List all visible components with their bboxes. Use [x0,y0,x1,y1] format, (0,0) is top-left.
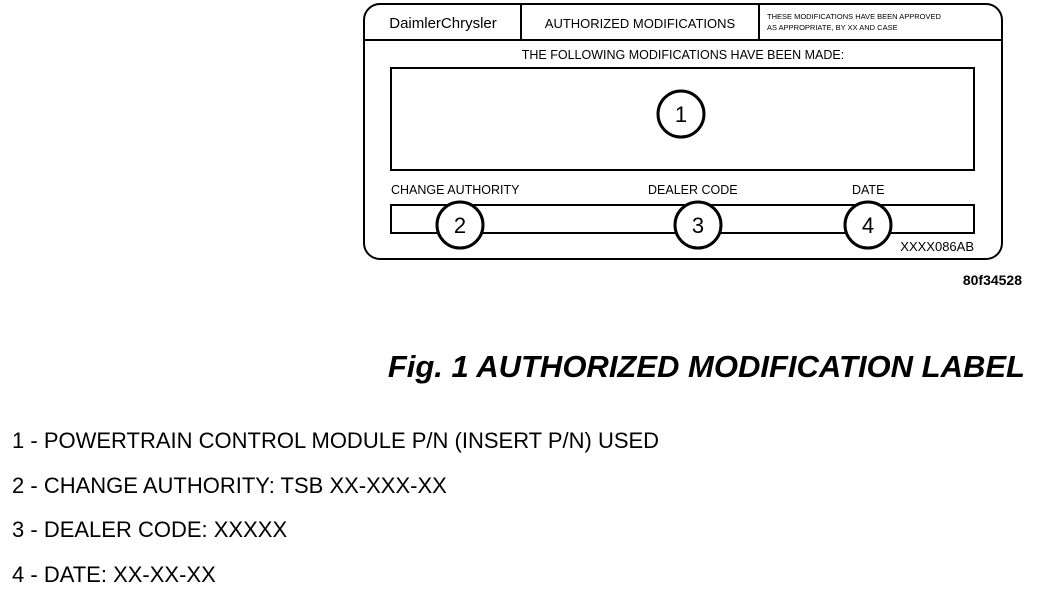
dealer-code-label: DEALER CODE [648,183,738,197]
brand-text: DaimlerChrysler [389,15,497,32]
legend-number: 3 [12,517,24,542]
legend-text: DATE: XX-XX-XX [44,562,216,587]
header-note-line1: THESE MODIFICATIONS HAVE BEEN APPROVED [767,12,942,21]
change-authority-label: CHANGE AUTHORITY [391,183,520,197]
legend-text: DEALER CODE: XXXXX [44,517,287,542]
figure-caption: Fig. 1 AUTHORIZED MODIFICATION LABEL [300,349,1025,385]
legend-text: POWERTRAIN CONTROL MODULE P/N (INSERT P/… [44,428,659,453]
header-note-line2: AS APPROPRIATE, BY XX AND CASE [767,23,898,32]
label-part-code: XXXX086AB [900,239,974,254]
legend-text: CHANGE AUTHORITY: TSB XX-XXX-XX [44,473,447,498]
date-label: DATE [852,183,884,197]
callout-number-1: 1 [675,102,687,127]
callout-number-4: 4 [862,213,874,238]
legend-number: 1 [12,428,24,453]
header-title-text: AUTHORIZED MODIFICATIONS [545,16,736,31]
legend-item: 2 - CHANGE AUTHORITY: TSB XX-XXX-XX [12,471,659,516]
legend-number: 4 [12,562,24,587]
figure-reference-code: 80f34528 [900,272,1022,288]
legend-item: 1 - POWERTRAIN CONTROL MODULE P/N (INSER… [12,426,659,471]
callout-number-2: 2 [454,213,466,238]
legend-item: 4 - DATE: XX-XX-XX [12,560,659,604]
legend-list: 1 - POWERTRAIN CONTROL MODULE P/N (INSER… [12,426,659,604]
callout-number-3: 3 [692,213,704,238]
made-heading-text: THE FOLLOWING MODIFICATIONS HAVE BEEN MA… [522,48,845,62]
legend-number: 2 [12,473,24,498]
legend-item: 3 - DEALER CODE: XXXXX [12,515,659,560]
